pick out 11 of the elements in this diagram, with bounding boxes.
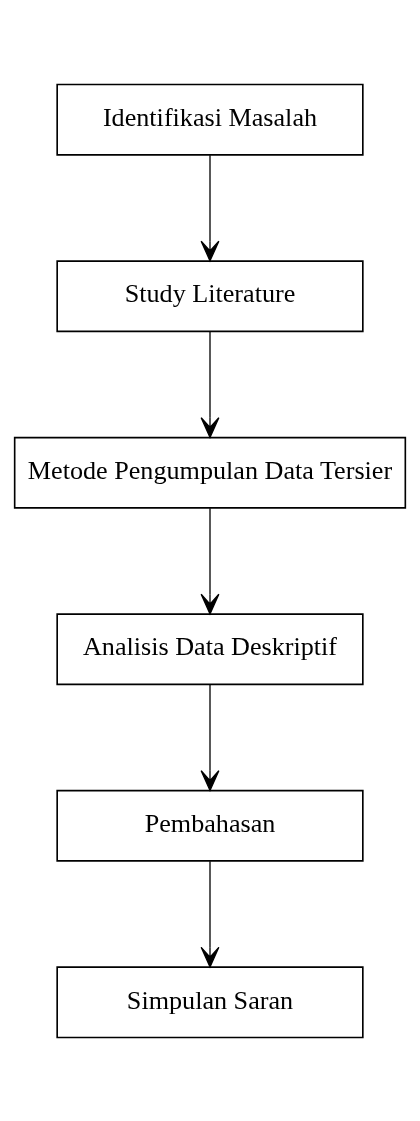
node-box: Study Literature	[56, 259, 364, 332]
node-box: Simpulan Saran	[56, 965, 364, 1038]
arrow	[200, 507, 220, 615]
node-box: Identifikasi Masalah	[56, 83, 364, 156]
arrow	[200, 153, 220, 261]
arrow	[200, 683, 220, 791]
node-box: Analisis Data Deskriptif	[56, 612, 364, 685]
arrow	[200, 330, 220, 438]
node-box: Metode Pengumpulan Data Tersier	[13, 436, 407, 509]
arrow	[200, 860, 220, 968]
node-box: Pembahasan	[56, 789, 364, 862]
